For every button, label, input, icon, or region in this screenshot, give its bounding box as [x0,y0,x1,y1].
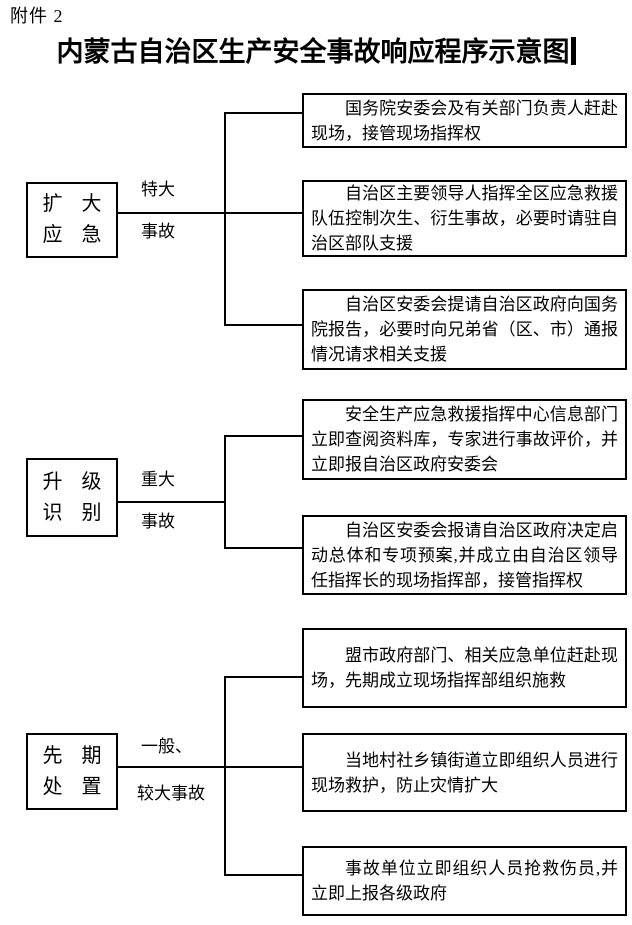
severity-label: 较大事故 [137,784,205,803]
connector-line [224,435,226,549]
action-text: 自治区安委会提请自治区政府向国务院报告，必要时向兄弟省（区、市）通报情况请求相关… [311,295,618,364]
action-box: 自治区主要领导人指挥全区应急救援队伍控制次生、衍生事故，必要时请驻自治区部队支援 [302,180,627,257]
action-box: 盟市政府部门、相关应急单位赶赴现场，先期成立现场指挥部组织施救 [302,628,627,708]
stage-label-line: 扩 大 [42,193,102,215]
connector-line [118,766,302,768]
connector-line [226,676,302,678]
action-text: 自治区安委会报请自治区政府决定启动总体和专项预案,并成立由自治区领导任指挥长的现… [311,520,618,590]
action-box: 自治区安委会报请自治区政府决定启动总体和专项预案,并成立由自治区领导任指挥长的现… [302,515,627,595]
title-row: 内蒙古自治区生产安全事故响应程序示意图 [0,36,632,68]
action-text: 事故单位立即组织人员抢救伤员,并立即上报各级政府 [311,859,618,903]
text-cursor [570,37,576,65]
stage-label-line: 应 急 [42,224,102,246]
action-text: 国务院安委会及有关部门负责人赶赴现场，接管现场指挥权 [311,98,618,143]
stage-box-initial-response: 先 期 处 置 [26,733,118,810]
attachment-label: 附件 2 [10,6,64,26]
connector-line [226,874,302,876]
action-text: 盟市政府部门、相关应急单位赶赴现场，先期成立现场指挥部组织施救 [311,646,618,690]
connector-line [226,435,302,437]
connector-line [224,676,226,876]
stage-label-line: 处 置 [42,775,102,798]
action-box: 事故单位立即组织人员抢救伤员,并立即上报各级政府 [302,846,627,916]
stage-box-expand-emergency: 扩 大 应 急 [26,182,118,258]
stage-box-escalation-identification: 升 级 识 别 [26,458,118,537]
connector-line [226,324,302,326]
severity-label: 事故 [141,222,175,241]
severity-label: 一般、 [141,737,192,756]
page-title: 内蒙古自治区生产安全事故响应程序示意图 [56,37,570,67]
severity-label: 事故 [141,512,175,531]
action-text: 当地村社乡镇街道立即组织人员进行现场救护，防止灾情扩大 [311,750,618,795]
connector-line [226,112,302,114]
action-text: 自治区主要领导人指挥全区应急救援队伍控制次生、衍生事故，必要时请驻自治区部队支援 [311,184,618,253]
connector-line [118,501,226,503]
connector-line [226,547,302,549]
severity-label: 特大 [141,180,175,199]
action-box: 国务院安委会及有关部门负责人赶赴现场，接管现场指挥权 [302,93,627,148]
severity-label: 重大 [141,470,175,489]
action-box: 当地村社乡镇街道立即组织人员进行现场救护，防止灾情扩大 [302,733,627,812]
stage-label-line: 先 期 [42,744,102,767]
stage-label-line: 升 级 [42,470,102,493]
action-text: 安全生产应急救援指挥中心信息部门立即查阅资料库，专家进行事故评价，并立即报自治区… [311,405,618,474]
stage-label-line: 识 别 [42,501,102,524]
connector-line [115,212,302,214]
connector-line [224,112,226,326]
action-box: 安全生产应急救援指挥中心信息部门立即查阅资料库，专家进行事故评价，并立即报自治区… [302,399,627,480]
action-box: 自治区安委会提请自治区政府向国务院报告，必要时向兄弟省（区、市）通报情况请求相关… [302,289,627,370]
